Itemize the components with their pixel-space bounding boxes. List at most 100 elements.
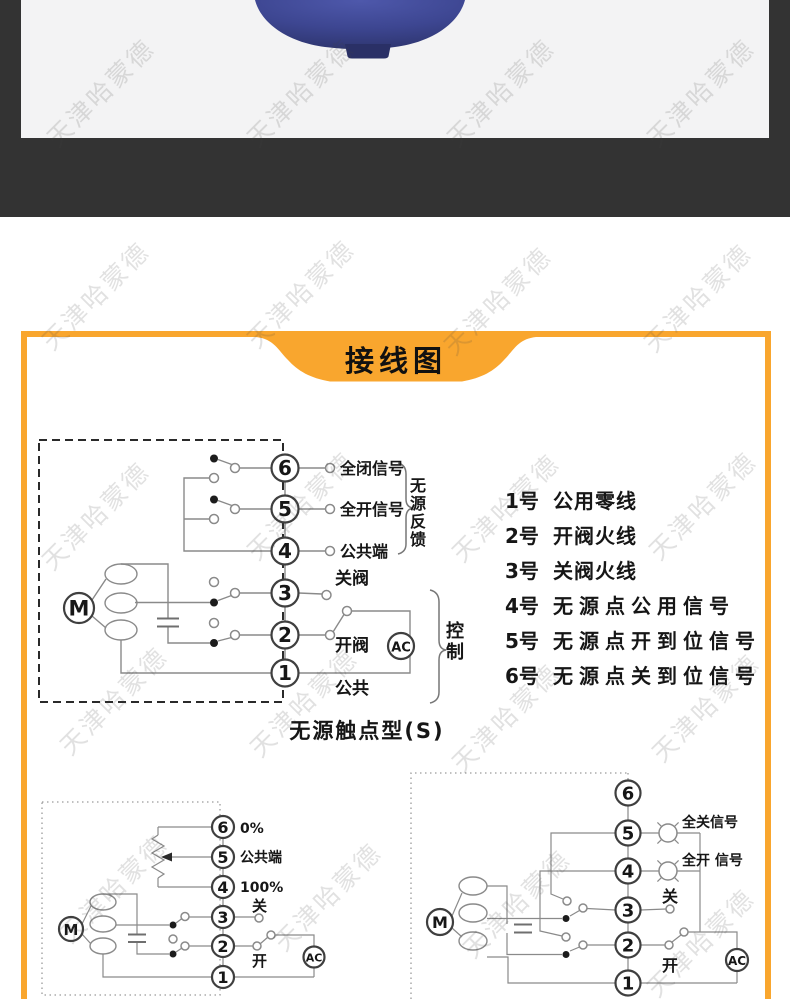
wires <box>451 793 738 984</box>
switch-contacts <box>208 454 353 647</box>
terminal-strip: 6 5 4 3 2 1 <box>270 453 300 688</box>
legend-item: 3号关阀火线 <box>505 555 761 584</box>
svg-text:M: M <box>64 921 79 939</box>
svg-text:0%: 0% <box>240 821 264 837</box>
svg-text:1: 1 <box>217 968 228 987</box>
motor-icon <box>425 907 455 937</box>
passive-feedback-label: 无源反馈 <box>407 477 426 549</box>
potentiometer-icon <box>150 834 166 879</box>
legend-no: 6号 <box>505 664 539 688</box>
svg-text:AC: AC <box>391 641 411 656</box>
svg-text:M: M <box>432 913 448 932</box>
product-photo <box>21 0 769 138</box>
legend-no: 4号 <box>505 594 539 618</box>
legend-desc: 无源点开到位信号 <box>553 629 761 653</box>
svg-text:公共: 公共 <box>335 679 369 699</box>
legend-item: 4号无源点公用信号 <box>505 590 761 619</box>
terminal-legend: 1号公用零线 2号开阀火线 3号关阀火线 4号无源点公用信号 5号无源点开到位信… <box>505 485 761 695</box>
actuator-boundary-dotted <box>41 801 221 996</box>
svg-text:5: 5 <box>217 848 228 867</box>
terminal-strip: 6 5 4 3 2 1 <box>614 779 642 997</box>
diagram-labels: 全闭信号 全开信号 公共端 关阀 开阀 公共 <box>335 459 404 699</box>
svg-text:2: 2 <box>278 623 292 647</box>
motor-assembly: M <box>425 876 532 951</box>
passive-contact-wiring-diagram: M AC 6 5 4 3 2 <box>38 439 447 704</box>
svg-text:3: 3 <box>278 581 292 605</box>
svg-text:关阀: 关阀 <box>335 568 369 589</box>
actuator-stub <box>345 44 391 59</box>
diagram-labels: 0% 公共端 100% 关 开 <box>240 821 283 970</box>
control-label: 控制 <box>443 621 464 663</box>
diagram-labels: 全关信号 全开 信号 关 开 <box>662 814 743 975</box>
motor-assembly: M <box>62 563 179 641</box>
svg-text:2: 2 <box>622 936 635 957</box>
svg-text:AC: AC <box>728 954 746 968</box>
svg-text:公共端: 公共端 <box>240 849 282 866</box>
svg-text:全开 信号: 全开 信号 <box>681 852 743 869</box>
motor-assembly: M <box>57 893 146 955</box>
svg-text:5: 5 <box>278 497 292 521</box>
diagram-caption: 无源触点型(S) <box>289 719 445 743</box>
switch-contacts <box>168 911 276 958</box>
control-brace <box>429 589 447 704</box>
lamp-icon-full-close <box>656 821 680 845</box>
svg-text:关: 关 <box>662 887 678 906</box>
section-title: 接线图 <box>344 344 447 378</box>
legend-no: 2号 <box>505 524 539 548</box>
legend-desc: 公用零线 <box>553 489 637 513</box>
wires <box>91 458 411 674</box>
svg-text:M: M <box>69 597 90 621</box>
legend-item: 2号开阀火线 <box>505 520 761 549</box>
ac-source-icon: AC <box>724 947 750 973</box>
legend-item: 5号无源点开到位信号 <box>505 625 761 654</box>
svg-text:4: 4 <box>278 539 292 563</box>
svg-text:6: 6 <box>278 456 292 480</box>
terminal-strip: 6 5 4 3 2 1 <box>210 814 236 990</box>
legend-desc: 开阀火线 <box>553 524 637 548</box>
motor-icon <box>62 591 96 625</box>
svg-text:1: 1 <box>278 661 292 685</box>
svg-text:公共端: 公共端 <box>340 542 388 561</box>
actuator-boundary-dotted <box>410 772 628 999</box>
svg-text:开: 开 <box>662 956 678 975</box>
svg-text:2: 2 <box>217 937 228 956</box>
svg-text:3: 3 <box>217 908 228 927</box>
ac-source-icon: AC <box>386 631 416 661</box>
potentiometer-wiring-diagram: M AC 6 5 4 3 2 1 0% 公共端 <box>41 801 326 996</box>
legend-desc: 无源点关到位信号 <box>553 664 761 688</box>
wires <box>81 826 315 978</box>
legend-no: 1号 <box>505 489 539 513</box>
svg-text:关: 关 <box>252 897 267 915</box>
section-banner: 接线图 <box>256 336 536 385</box>
svg-text:4: 4 <box>217 878 228 897</box>
svg-text:全关信号: 全关信号 <box>681 814 738 831</box>
svg-text:3: 3 <box>622 901 635 922</box>
actuator-dome <box>255 0 465 50</box>
legend-desc: 无源点公用信号 <box>553 594 735 618</box>
svg-text:开阀: 开阀 <box>335 635 369 656</box>
wiper-arrow <box>161 852 172 862</box>
svg-text:6: 6 <box>622 784 635 805</box>
svg-text:全开信号: 全开信号 <box>339 500 404 519</box>
lamp-icon-full-open <box>656 859 680 883</box>
motor-icon <box>57 915 85 943</box>
banner-shape <box>256 336 536 382</box>
svg-text:5: 5 <box>622 824 635 845</box>
svg-text:全闭信号: 全闭信号 <box>339 459 404 478</box>
legend-no: 3号 <box>505 559 539 583</box>
lamp-feedback-wiring-diagram: M AC 6 <box>410 772 750 999</box>
legend-desc: 关阀火线 <box>553 559 637 583</box>
dark-band <box>0 0 790 217</box>
svg-text:4: 4 <box>622 862 635 883</box>
svg-text:开: 开 <box>252 952 267 970</box>
legend-item: 1号公用零线 <box>505 485 761 514</box>
wiring-panel: 接线图 <box>21 331 771 999</box>
product-actuator-bottom <box>255 0 465 59</box>
legend-no: 5号 <box>505 629 539 653</box>
legend-item: 6号无源点关到位信号 <box>505 660 761 689</box>
ac-source-icon: AC <box>302 945 326 969</box>
actuator-boundary-dashed <box>38 439 284 703</box>
svg-text:1: 1 <box>622 974 635 995</box>
svg-text:AC: AC <box>306 952 323 965</box>
